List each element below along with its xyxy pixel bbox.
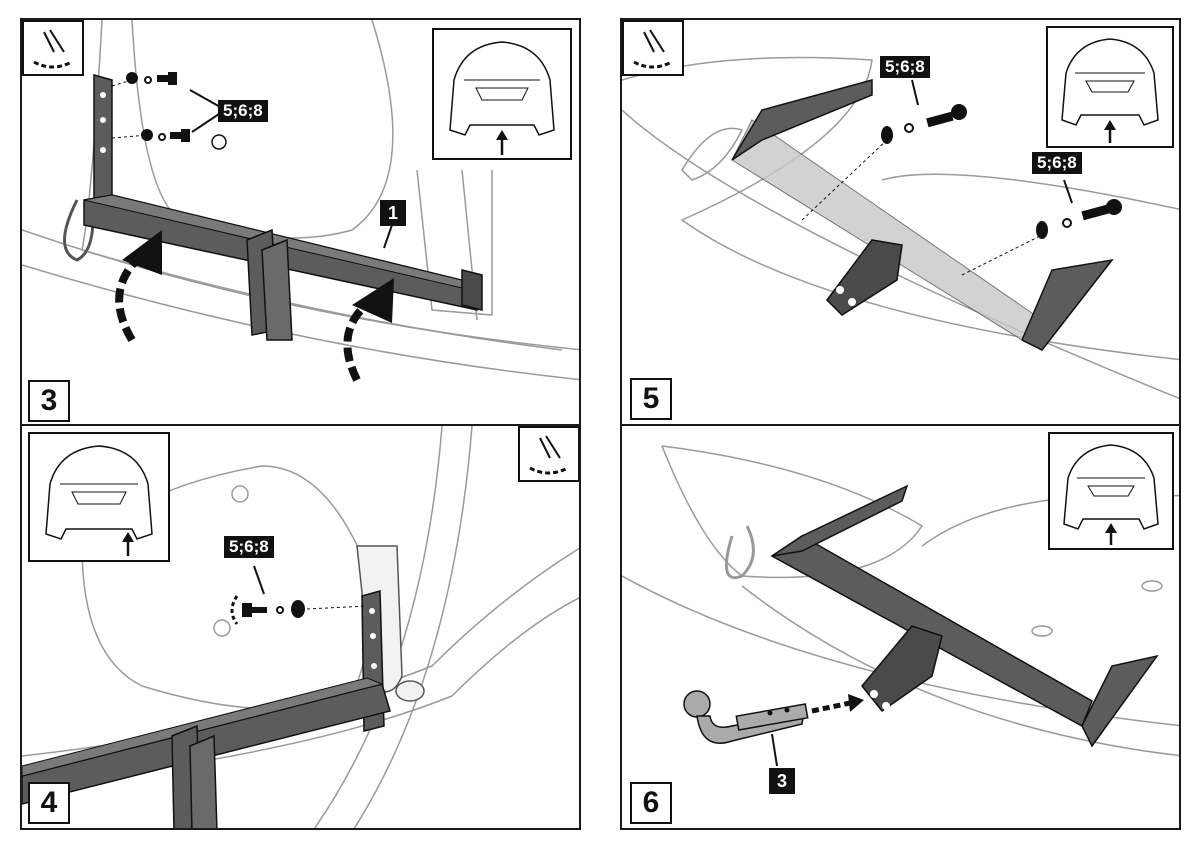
rear-car-view-inset — [1046, 26, 1174, 148]
bolt-assembly-lower — [1036, 199, 1122, 239]
side-bracket-left — [731, 79, 873, 161]
part-callout: 5;6;8 — [1032, 152, 1082, 174]
bolt-assembly-lower — [141, 129, 190, 142]
part-callout: 5;6;8 — [224, 536, 274, 558]
tow-ball-bar — [683, 690, 809, 744]
rear-car-view-icon — [1061, 38, 1159, 143]
wrench-tighten-icon — [518, 426, 579, 482]
rear-car-view-icon — [1063, 444, 1159, 545]
bolt-assembly-upper — [126, 72, 177, 85]
rotation-arrow-icon — [352, 278, 394, 323]
rear-car-view-icon — [449, 41, 555, 155]
rear-car-view-icon — [45, 445, 153, 556]
wrench-tighten-icon — [622, 20, 684, 76]
rotation-arrow-icon — [230, 595, 239, 625]
bolt-assembly — [230, 595, 305, 625]
tow-eye — [724, 525, 755, 579]
part-callout: 5;6;8 — [218, 100, 268, 122]
mount-plate-right — [189, 734, 218, 828]
rear-car-view-inset — [28, 432, 170, 562]
side-bracket-right — [1081, 654, 1159, 748]
panel-step-3: 5;6;8 1 3 — [20, 18, 581, 426]
step-number: 6 — [630, 782, 672, 824]
panel-5-illustration — [622, 56, 1179, 400]
mount-plate-right — [261, 238, 293, 341]
side-bracket-left — [771, 484, 909, 557]
bolt-assembly-upper — [881, 104, 967, 144]
panel-step-6: 3 6 — [620, 424, 1181, 830]
rear-car-view-inset — [432, 28, 572, 160]
step-number: 3 — [28, 380, 70, 422]
step-number: 5 — [630, 378, 672, 420]
item-callout: 1 — [380, 200, 406, 226]
crossbeam — [770, 535, 1093, 728]
panel-step-5: 5;6;8 5;6;8 5 — [620, 18, 1181, 426]
item-callout: 3 — [769, 768, 795, 794]
mount-plate — [826, 239, 903, 316]
rear-car-view-inset — [1048, 432, 1174, 550]
mount-plate — [861, 625, 943, 713]
panel-4-illustration — [22, 426, 579, 828]
wrench-tighten-icon — [22, 20, 84, 76]
panel-6-illustration — [622, 445, 1179, 767]
panel-3-illustration — [22, 20, 579, 382]
rotation-arrow-icon — [122, 230, 162, 275]
side-bracket-right — [1021, 258, 1114, 351]
part-callout: 5;6;8 — [880, 56, 930, 78]
panel-step-4: 5;6;8 4 — [20, 424, 581, 830]
step-number: 4 — [28, 782, 70, 824]
